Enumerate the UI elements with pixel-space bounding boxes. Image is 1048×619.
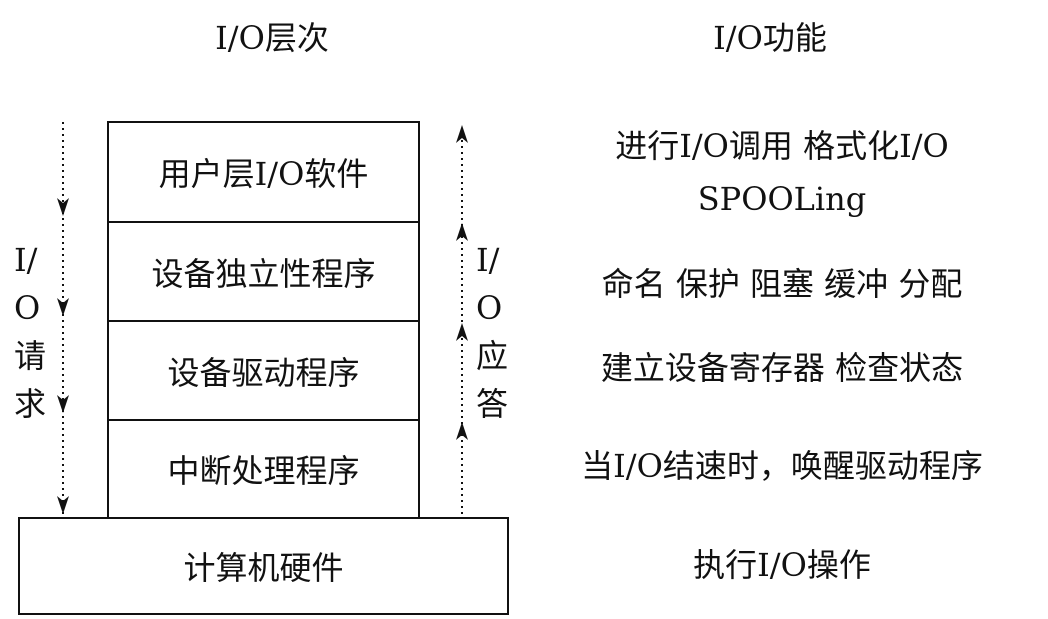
label-char: I/ (14, 241, 38, 279)
label-char: O (476, 289, 503, 327)
arrow-down-icon (57, 496, 69, 514)
function-hardware: 执行I/O操作 (693, 546, 871, 584)
layers-header: I/O层次 (215, 19, 329, 57)
layer-label: 用户层I/O软件 (158, 155, 369, 193)
arrow-down-icon (57, 395, 69, 413)
arrow-down-icon (57, 198, 69, 216)
layer-user-io-software: 用户层I/O软件 (107, 121, 420, 223)
function-device-driver: 建立设备寄存器 检查状态 (600, 349, 964, 387)
function-user-io-line2: SPOOLing (697, 180, 867, 218)
function-user-io-line1: 进行I/O调用 格式化I/O (615, 127, 949, 165)
layer-label: 计算机硬件 (183, 549, 344, 587)
arrow-up-icon (456, 323, 468, 341)
label-char: O (14, 289, 41, 327)
label-char: 答 (476, 385, 509, 423)
io-response-label: I/ O 应 答 (476, 236, 516, 428)
label-char: 求 (14, 385, 47, 423)
arrow-up-icon (456, 223, 468, 241)
arrow-down-icon (57, 298, 69, 316)
layer-hardware: 计算机硬件 (18, 517, 509, 615)
io-request-label: I/ O 请 求 (14, 236, 54, 428)
label-char: I/ (476, 241, 500, 279)
arrow-up-icon (456, 422, 468, 440)
function-device-independent: 命名 保护 阻塞 缓冲 分配 (601, 265, 963, 303)
layer-label: 中断处理程序 (167, 452, 360, 490)
layer-label: 设备驱动程序 (167, 353, 360, 392)
layer-label: 设备独立性程序 (151, 254, 376, 293)
functions-header: I/O功能 (713, 19, 827, 57)
label-char: 请 (14, 337, 47, 375)
label-char: 应 (476, 337, 509, 375)
function-interrupt-handler: 当I/O结速时，唤醒驱动程序 (581, 447, 983, 485)
arrow-up-icon (456, 125, 468, 143)
